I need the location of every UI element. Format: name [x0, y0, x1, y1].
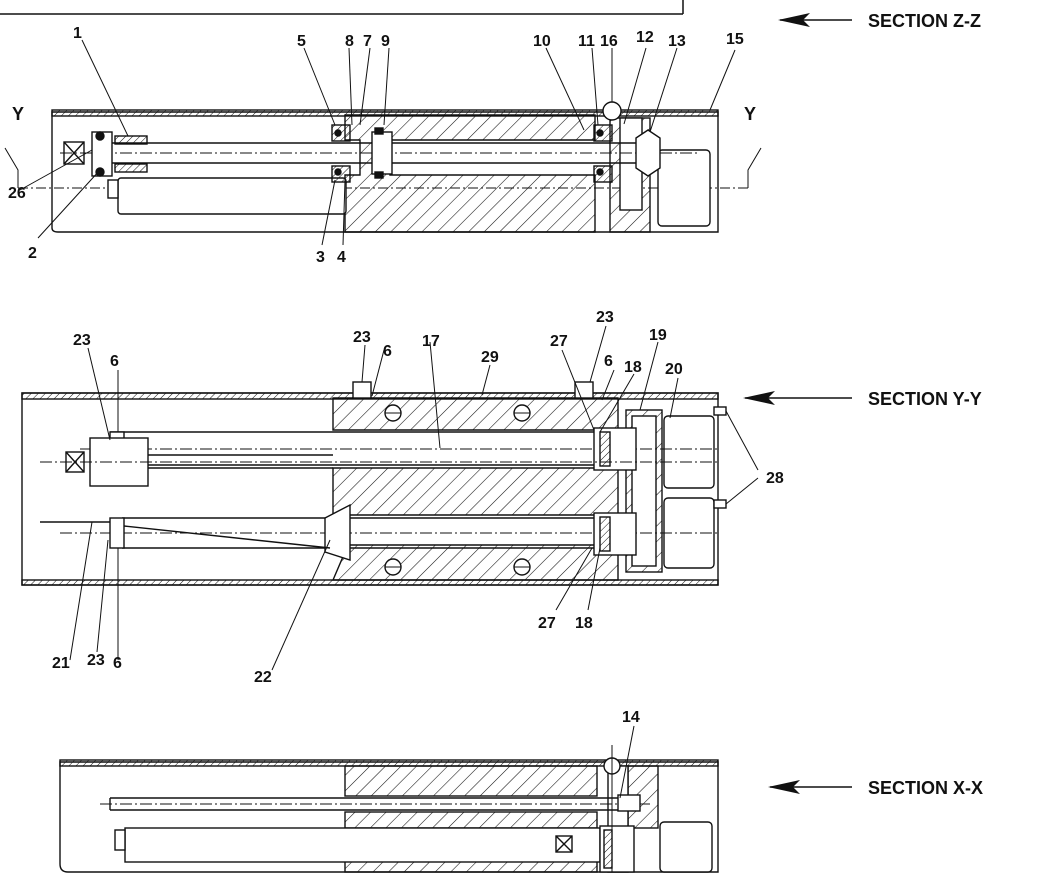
svg-text:18: 18 — [575, 615, 593, 632]
svg-text:18: 18 — [624, 359, 642, 376]
svg-text:14: 14 — [622, 709, 640, 726]
svg-text:21: 21 — [52, 655, 70, 672]
svg-text:6: 6 — [383, 343, 392, 360]
svg-text:6: 6 — [110, 353, 119, 370]
svg-text:2: 2 — [28, 245, 37, 262]
svg-text:11: 11 — [578, 33, 595, 50]
svg-text:6: 6 — [113, 655, 122, 672]
svg-text:27: 27 — [538, 615, 556, 632]
svg-text:27: 27 — [550, 333, 568, 350]
section-label-x: SECTION X-X — [768, 778, 983, 798]
svg-text:SECTION Y-Y: SECTION Y-Y — [868, 389, 982, 409]
top-frame-border — [0, 0, 684, 15]
section-x-callouts: 14 — [619, 709, 640, 799]
svg-text:17: 17 — [422, 333, 440, 350]
svg-text:7: 7 — [363, 33, 372, 50]
svg-text:23: 23 — [73, 332, 91, 349]
section-x-drawing — [59, 745, 719, 873]
section-y-drawing — [21, 381, 727, 586]
section-z-callouts: 1 2 3 4 5 8 7 9 10 11 16 12 13 15 26 Y Y — [8, 25, 756, 266]
svg-text:3: 3 — [316, 249, 325, 266]
svg-text:22: 22 — [254, 669, 272, 686]
section-mark-left: Y — [12, 104, 24, 124]
section-label-y: SECTION Y-Y — [743, 389, 982, 409]
svg-text:23: 23 — [596, 309, 614, 326]
svg-text:29: 29 — [481, 349, 499, 366]
svg-text:13: 13 — [668, 33, 686, 50]
svg-text:20: 20 — [665, 361, 683, 378]
svg-text:SECTION Z-Z: SECTION Z-Z — [868, 11, 981, 31]
svg-text:4: 4 — [337, 249, 346, 266]
svg-text:19: 19 — [649, 327, 667, 344]
svg-text:23: 23 — [87, 652, 105, 669]
svg-text:SECTION X-X: SECTION X-X — [868, 778, 983, 798]
section-z-drawing — [4, 101, 762, 233]
svg-text:15: 15 — [726, 31, 744, 48]
svg-text:9: 9 — [381, 33, 390, 50]
svg-text:6: 6 — [604, 353, 613, 370]
svg-text:28: 28 — [766, 470, 784, 487]
svg-text:10: 10 — [533, 33, 551, 50]
svg-text:1: 1 — [73, 25, 82, 42]
svg-text:8: 8 — [345, 33, 354, 50]
svg-text:16: 16 — [600, 33, 618, 50]
svg-text:5: 5 — [297, 33, 306, 50]
svg-text:12: 12 — [636, 29, 654, 46]
section-label-z: SECTION Z-Z — [778, 11, 981, 31]
svg-text:26: 26 — [8, 185, 26, 202]
section-mark-right: Y — [744, 104, 756, 124]
svg-text:23: 23 — [353, 329, 371, 346]
section-y-callouts: 23 6 23 6 17 29 27 23 6 18 19 20 28 21 2… — [52, 309, 784, 686]
